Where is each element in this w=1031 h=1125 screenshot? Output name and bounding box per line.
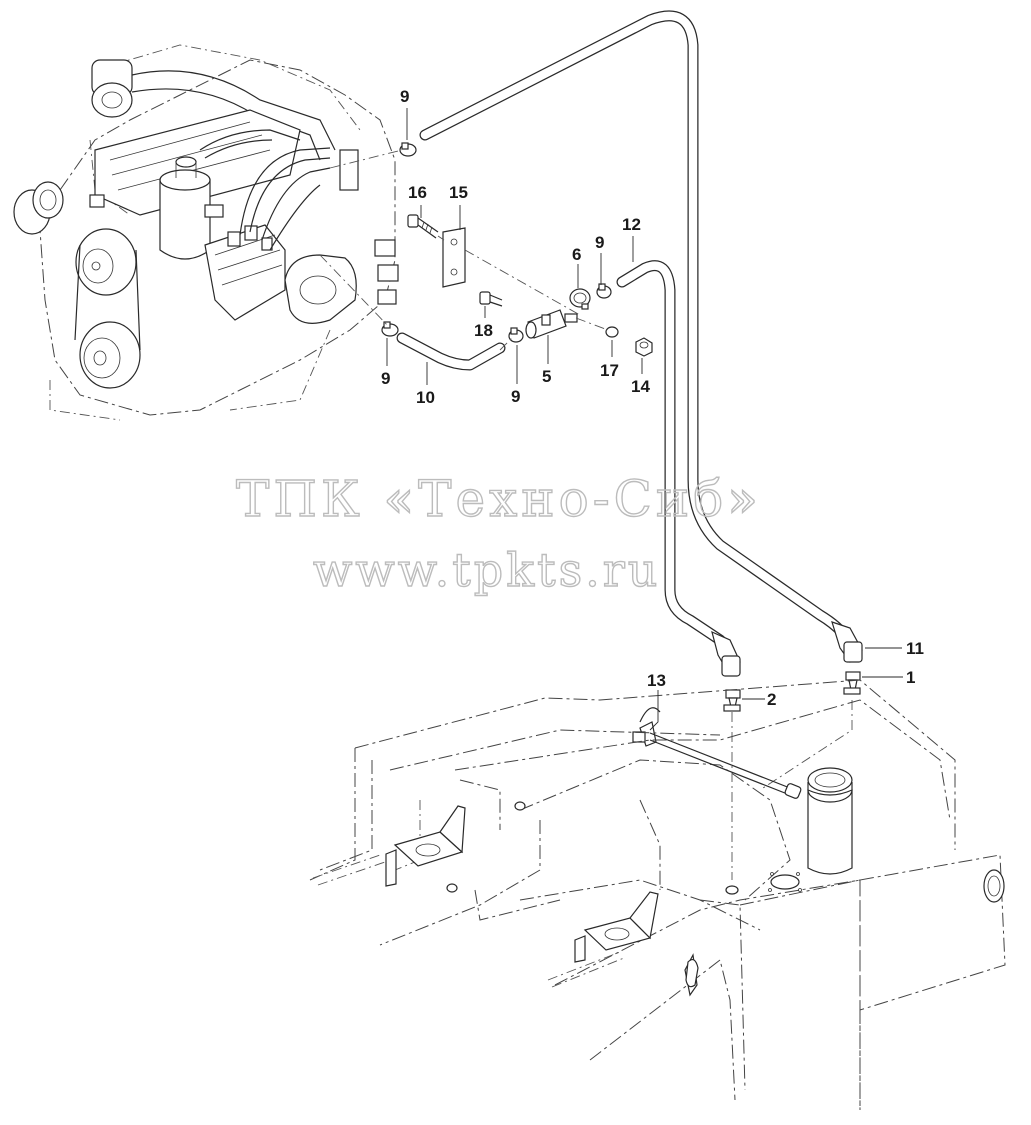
plate-15 <box>442 227 466 288</box>
connector-5 <box>525 309 578 339</box>
watermark: ТПК «Техно-Сиб» www.tpkts.ru <box>235 469 762 597</box>
callout-16: 16 <box>408 183 427 202</box>
nut-14 <box>635 337 653 357</box>
callout-12: 12 <box>622 215 641 234</box>
leader-lines <box>386 108 903 731</box>
callout-9-mid: 9 <box>511 387 520 406</box>
clamp-6 <box>569 288 591 310</box>
frame-assembly <box>309 679 1006 1110</box>
small-parts <box>381 142 861 747</box>
callout-18: 18 <box>474 321 493 340</box>
callout-9-left: 9 <box>381 369 390 388</box>
nut-17 <box>605 326 619 338</box>
callout-13: 13 <box>647 671 666 690</box>
callout-9-right: 9 <box>595 233 604 252</box>
callout-9-top: 9 <box>400 87 409 106</box>
callout-5: 5 <box>542 367 551 386</box>
return-fuel-line-11 <box>419 10 863 663</box>
engine-assembly <box>13 44 399 421</box>
callout-17: 17 <box>600 361 619 380</box>
watermark-line-1: ТПК «Техно-Сиб» <box>236 470 762 528</box>
callout-11: 11 <box>906 639 924 658</box>
hose-10 <box>396 332 506 371</box>
callout-1: 1 <box>906 668 915 687</box>
callout-14: 14 <box>631 377 650 396</box>
callout-6: 6 <box>572 245 581 264</box>
fitting-1 <box>843 671 861 695</box>
clamp-9-left <box>381 321 399 337</box>
bolt-18 <box>479 291 503 307</box>
supply-fuel-line-12 <box>616 260 741 677</box>
clamp-9-mid <box>508 327 524 343</box>
callout-15: 15 <box>449 183 468 202</box>
bolt-16 <box>407 214 439 239</box>
clamp-9-right <box>596 283 612 299</box>
callouts: 9 16 15 12 6 9 18 9 10 9 5 17 14 11 1 13… <box>381 87 924 709</box>
callout-10: 10 <box>416 388 435 407</box>
fitting-2 <box>723 689 741 712</box>
clamp-9-top <box>399 142 417 157</box>
callout-2: 2 <box>767 690 776 709</box>
assembly-lines <box>319 149 853 880</box>
watermark-line-2: www.tpkts.ru <box>313 543 660 597</box>
